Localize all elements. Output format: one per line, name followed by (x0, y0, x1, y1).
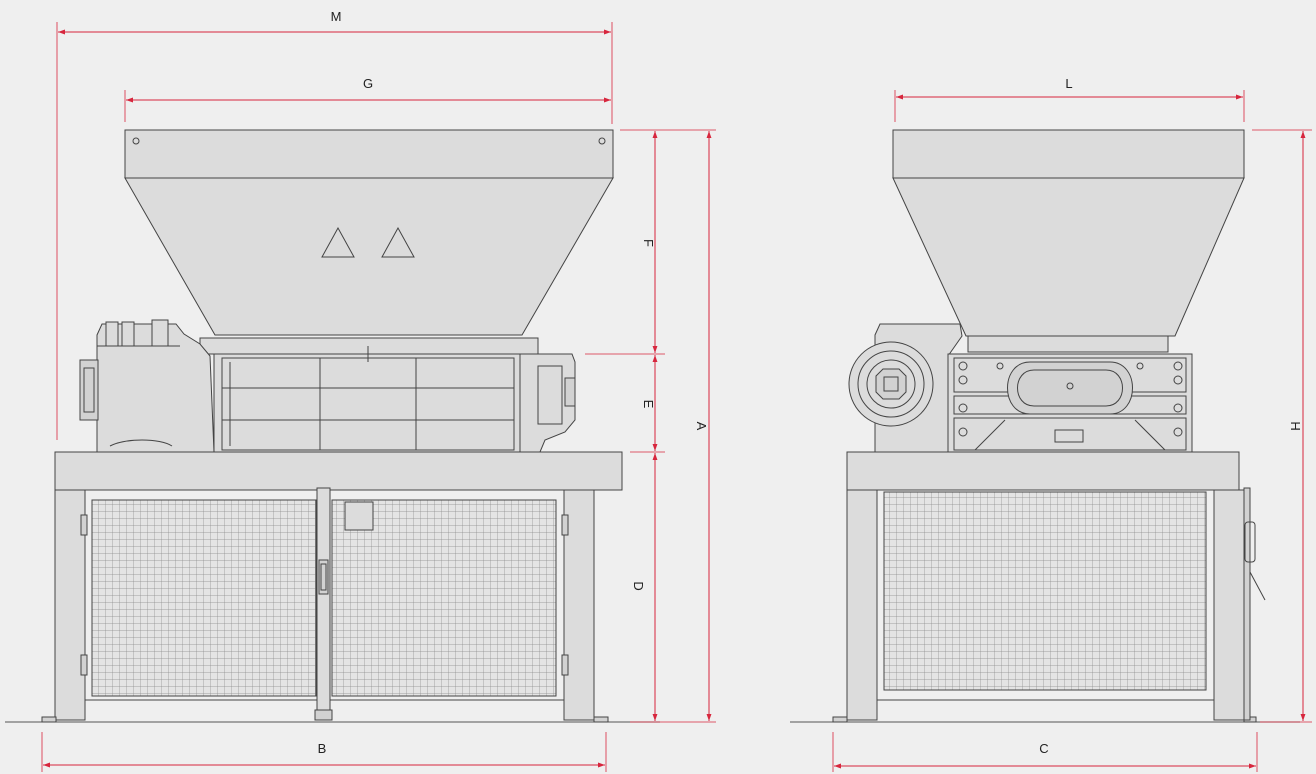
door-handle (1244, 521, 1256, 563)
dim-label-D: D (631, 581, 646, 590)
warning-triangle-icon (381, 226, 415, 258)
dim-label-M: M (331, 9, 342, 24)
mesh-panel-side (883, 491, 1207, 691)
terminal-box (105, 321, 119, 347)
dim-label-G: G (363, 76, 373, 91)
side-view (832, 129, 1266, 723)
door-post (316, 487, 331, 719)
rotor-housing (1007, 361, 1133, 415)
hopper-top-rim (124, 129, 614, 179)
motor-end-cap (79, 359, 99, 421)
dim-label-B: B (318, 741, 327, 756)
front-view (41, 129, 623, 723)
mesh-door-left (91, 499, 317, 697)
leg-left (54, 489, 86, 721)
control-box (344, 501, 374, 531)
dim-label-A: A (694, 422, 709, 431)
dim-label-E: E (641, 400, 656, 409)
mesh-door-right (331, 499, 557, 697)
hopper-funnel (124, 177, 614, 336)
leg-right-side (1213, 489, 1245, 721)
cutting-chamber (213, 353, 521, 453)
hopper-top-rim-side (892, 129, 1245, 179)
dimension-lines (41, 22, 1312, 772)
dim-label-H: H (1288, 421, 1303, 430)
dim-label-F: F (641, 239, 656, 247)
base-plate (54, 451, 623, 491)
dim-label-L: L (1065, 76, 1072, 91)
hopper-funnel-side (892, 177, 1245, 337)
dim-label-C: C (1039, 741, 1048, 756)
dimension-labels: M G L B C F E D A H (318, 9, 1303, 756)
leg-left-side (846, 489, 878, 721)
warning-triangle-icon (321, 226, 355, 258)
chamber-flange (199, 337, 539, 355)
base-plate-side (846, 451, 1240, 491)
